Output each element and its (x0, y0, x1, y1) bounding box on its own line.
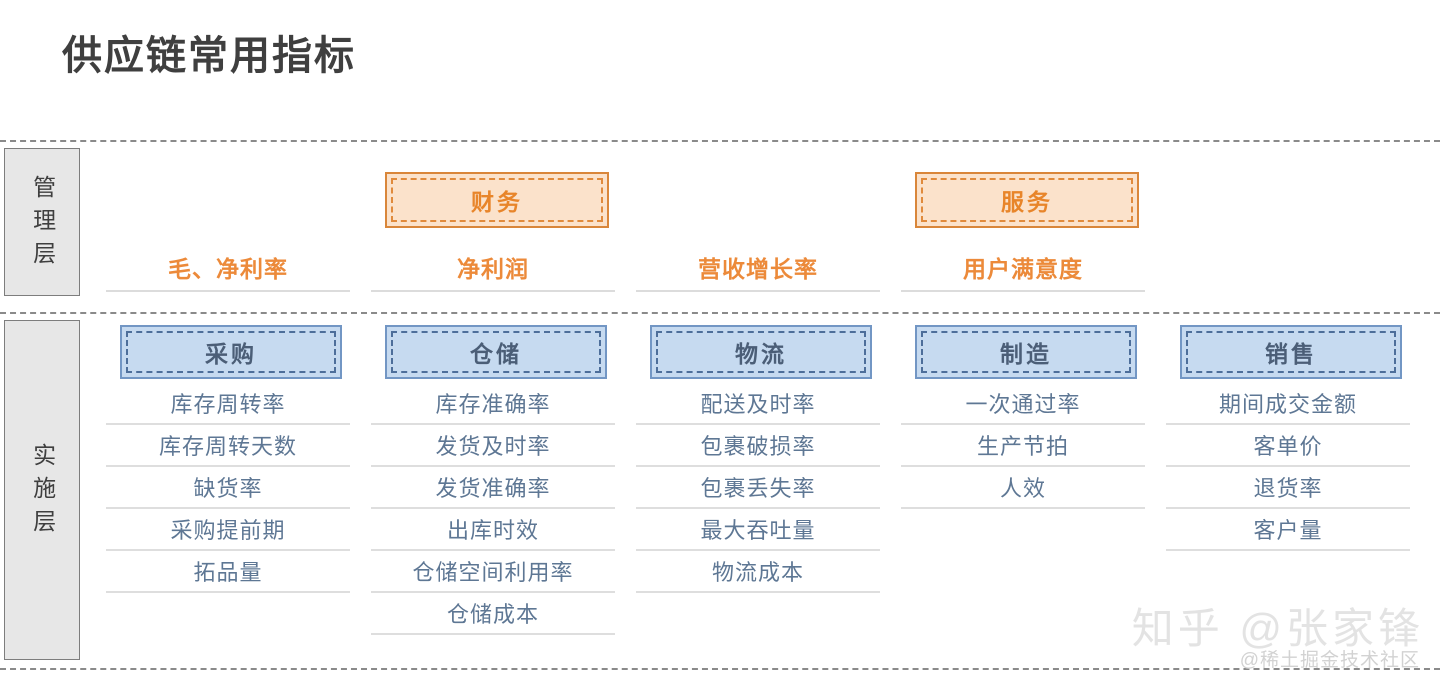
metric-item: 一次通过率 (901, 390, 1145, 425)
metric-item: 库存周转率 (106, 390, 350, 425)
metric-list-logistics: 配送及时率 包裹破损率 包裹丢失率 最大吞吐量 物流成本 (636, 390, 880, 600)
divider-top (0, 140, 1440, 142)
layer-label-management: 管理层 (4, 148, 80, 296)
metric-item: 发货准确率 (371, 474, 615, 509)
metric-underline (106, 290, 350, 292)
metric-list-manufacturing: 一次通过率 生产节拍 人效 (901, 390, 1145, 516)
metric-item: 发货及时率 (371, 432, 615, 467)
implementation-layer-row: 采购 库存周转率 库存周转天数 缺货率 采购提前期 拓品量 仓储 库存准确率 发… (96, 320, 1440, 665)
management-metric-0: 毛、净利率 (106, 250, 350, 292)
divider-bottom (0, 668, 1440, 670)
management-metric-label: 营收增长率 (698, 256, 818, 282)
metric-item: 包裹破损率 (636, 432, 880, 467)
category-box-inner: 服务 (921, 178, 1133, 222)
unit-box-label: 制造 (1000, 341, 1052, 367)
category-box-label: 服务 (1001, 189, 1053, 215)
category-box-finance[interactable]: 财务 (385, 172, 609, 228)
category-box-inner: 财务 (391, 178, 603, 222)
management-metric-2: 营收增长率 (636, 250, 880, 292)
metric-item: 退货率 (1166, 474, 1410, 509)
unit-box-label: 仓储 (470, 341, 522, 367)
unit-box-manufacturing[interactable]: 制造 (915, 325, 1137, 379)
category-box-service[interactable]: 服务 (915, 172, 1139, 228)
unit-box-inner: 物流 (656, 331, 866, 373)
management-metric-label: 毛、净利率 (168, 256, 288, 282)
management-layer-row: 毛、净利率 财务 净利润 营收增长率 服务 (96, 148, 1440, 304)
unit-box-label: 销售 (1265, 341, 1317, 367)
metric-item: 库存准确率 (371, 390, 615, 425)
unit-box-warehousing[interactable]: 仓储 (385, 325, 607, 379)
metric-item: 出库时效 (371, 516, 615, 551)
divider-middle (0, 312, 1440, 314)
title-bar: 供应链常用指标 (0, 0, 1440, 140)
metric-item: 客户量 (1166, 516, 1410, 551)
metric-item: 拓品量 (106, 558, 350, 593)
metric-item: 仓储成本 (371, 600, 615, 635)
metric-item: 配送及时率 (636, 390, 880, 425)
metric-item: 物流成本 (636, 558, 880, 593)
unit-box-procurement[interactable]: 采购 (120, 325, 342, 379)
metric-list-sales: 期间成交金额 客单价 退货率 客户量 (1166, 390, 1410, 558)
unit-box-inner: 采购 (126, 331, 336, 373)
unit-box-label: 采购 (205, 341, 257, 367)
unit-box-inner: 销售 (1186, 331, 1396, 373)
page-title: 供应链常用指标 (62, 34, 356, 78)
management-metric-label: 用户满意度 (963, 256, 1083, 282)
layer-label-implementation: 实施层 (4, 320, 80, 660)
management-metric-label: 净利润 (457, 256, 529, 282)
metric-list-warehousing: 库存准确率 发货及时率 发货准确率 出库时效 仓储空间利用率 仓储成本 (371, 390, 615, 642)
metric-item: 最大吞吐量 (636, 516, 880, 551)
management-metric-3: 用户满意度 (901, 250, 1145, 292)
metric-underline (371, 290, 615, 292)
metric-underline (901, 290, 1145, 292)
metric-item: 缺货率 (106, 474, 350, 509)
unit-box-sales[interactable]: 销售 (1180, 325, 1402, 379)
metric-item: 库存周转天数 (106, 432, 350, 467)
metric-item: 仓储空间利用率 (371, 558, 615, 593)
layer-label-implementation-text: 实施层 (29, 443, 56, 542)
management-metric-1: 净利润 (371, 250, 615, 292)
metric-item: 包裹丢失率 (636, 474, 880, 509)
metric-item: 采购提前期 (106, 516, 350, 551)
unit-box-label: 物流 (735, 341, 787, 367)
metric-item: 客单价 (1166, 432, 1410, 467)
unit-box-inner: 制造 (921, 331, 1131, 373)
metric-item: 生产节拍 (901, 432, 1145, 467)
unit-box-inner: 仓储 (391, 331, 601, 373)
metric-item: 人效 (901, 474, 1145, 509)
layer-label-management-text: 管理层 (29, 175, 56, 274)
metric-item: 期间成交金额 (1166, 390, 1410, 425)
category-box-label: 财务 (471, 189, 523, 215)
metric-underline (636, 290, 880, 292)
metric-list-procurement: 库存周转率 库存周转天数 缺货率 采购提前期 拓品量 (106, 390, 350, 600)
unit-box-logistics[interactable]: 物流 (650, 325, 872, 379)
